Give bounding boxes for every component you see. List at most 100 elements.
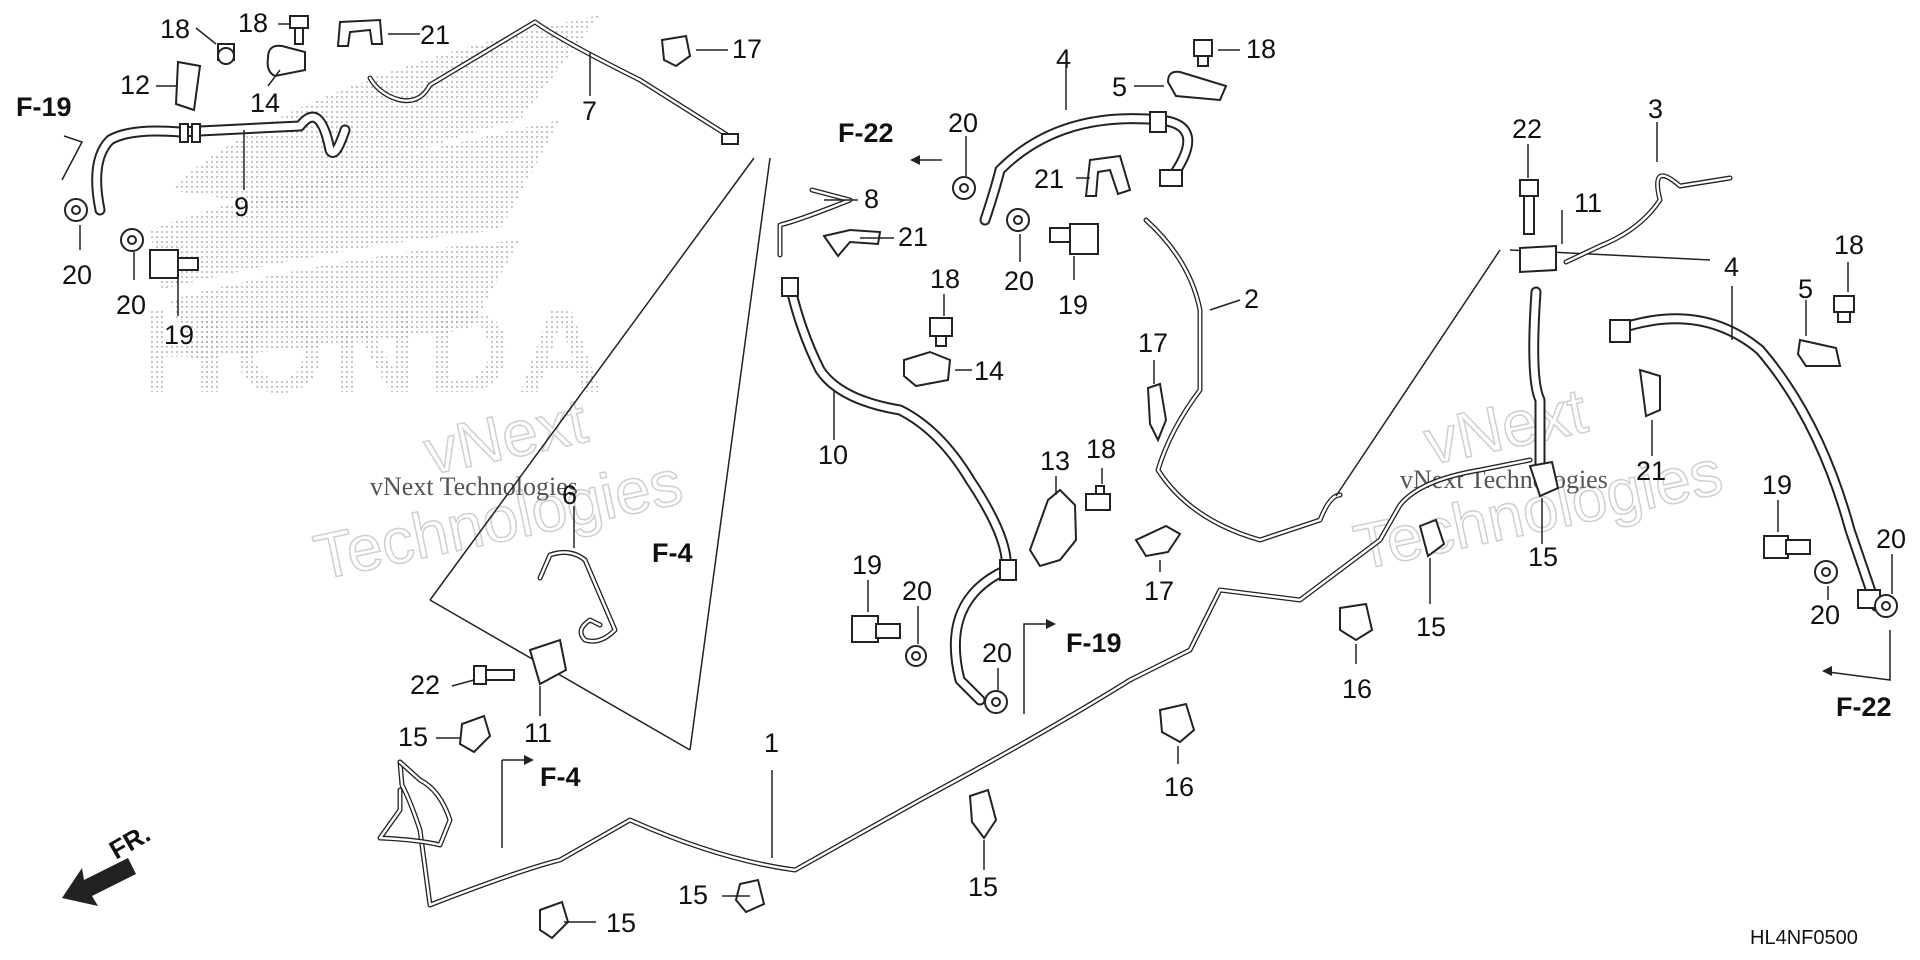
- callout-17-a: 17: [732, 34, 762, 64]
- callout-18-b: 18: [238, 8, 268, 38]
- clamp-5-b: [1796, 338, 1842, 367]
- pipe-2: [1143, 217, 1343, 543]
- callout-15-f: 15: [1528, 542, 1558, 572]
- callout-7: 7: [582, 96, 597, 126]
- callout-10: 10: [818, 440, 848, 470]
- washer-20-h: [1874, 594, 1898, 618]
- callout-15-c: 15: [678, 880, 708, 910]
- clip-15-a: [458, 714, 492, 754]
- bolt-18-c: [1193, 39, 1213, 67]
- bolt-18-f: [1833, 295, 1855, 323]
- clamp-5-a: [1166, 70, 1228, 102]
- callout-15-a: 15: [398, 722, 428, 752]
- clip-15-d: [968, 788, 998, 840]
- callout-19-a: 19: [164, 320, 194, 350]
- clip-15-b: [539, 900, 570, 940]
- callout-2: 2: [1244, 284, 1259, 314]
- callout-9: 9: [234, 192, 249, 222]
- detail-callout-box: [429, 157, 771, 751]
- watermark-small-right: vNext Technologies: [1400, 465, 1608, 494]
- junction-block-11-b: [1519, 244, 1557, 274]
- callout-21-c: 21: [898, 222, 928, 252]
- callout-15-d: 15: [968, 872, 998, 902]
- callout-17-c: 17: [1144, 576, 1174, 606]
- clip-16-b: [1339, 602, 1374, 642]
- washer-20-f: [984, 690, 1008, 714]
- callout-13: 13: [1040, 446, 1070, 476]
- clip-21-d: [1638, 368, 1661, 418]
- callout-16-a: 16: [1164, 772, 1194, 802]
- pipe-6: [537, 549, 618, 644]
- callout-18-c: 18: [1246, 34, 1276, 64]
- hose-4-right: [1609, 313, 1882, 612]
- callout-21-b: 21: [1034, 164, 1064, 194]
- callout-18-d: 18: [930, 264, 960, 294]
- callout-15-e: 15: [1416, 612, 1446, 642]
- callout-17-b: 17: [1138, 328, 1168, 358]
- callout-18-a: 18: [160, 14, 190, 44]
- washer-20-e: [905, 645, 927, 667]
- ref-f19-top-left: F-19: [16, 92, 72, 122]
- callout-22-a: 22: [410, 670, 440, 700]
- clip-17-b: [1146, 382, 1168, 443]
- callout-20-a: 20: [62, 260, 92, 290]
- washer-20-d: [1006, 208, 1030, 232]
- washer-20-a: [64, 198, 88, 222]
- callout-19-b: 19: [1058, 290, 1088, 320]
- callout-5-a: 5: [1112, 72, 1127, 102]
- honda-logo-watermark: HONDA: [140, 15, 610, 418]
- clip-15-f: [1528, 460, 1560, 498]
- front-direction-label: FR.: [104, 818, 155, 865]
- callout-20-h: 20: [1876, 524, 1906, 554]
- clip-21-c: [822, 228, 882, 258]
- clip-21-a: [336, 18, 384, 47]
- bracket-12: [174, 60, 202, 112]
- washer-20-b: [120, 228, 144, 252]
- callout-16-b: 16: [1342, 674, 1372, 704]
- ref-f4-bottom: F-4: [540, 762, 581, 792]
- honda-brand-text: HONDA: [140, 284, 610, 418]
- ref-f4-middle: F-4: [652, 538, 693, 568]
- callout-8: 8: [864, 184, 879, 214]
- clip-21-b: [1084, 154, 1132, 197]
- clip-17-c: [1134, 524, 1182, 558]
- bolt-22-a: [473, 665, 515, 685]
- diagram-code: HL4NF0500: [1750, 927, 1858, 949]
- watermark-small-left: vNext Technologies: [370, 472, 578, 501]
- clamp-14-b: [903, 350, 952, 388]
- callout-4-a: 4: [1056, 44, 1071, 74]
- bolt-19-c: [851, 615, 901, 643]
- watermark: vNext Technologies vNext Technologies vN…: [307, 373, 1729, 594]
- callout-20-e: 20: [902, 576, 932, 606]
- ref-f19-middle: F-19: [1066, 628, 1122, 658]
- hose-4-left: [979, 111, 1194, 226]
- bracket-13: [1028, 488, 1078, 568]
- pipe-3: [1563, 173, 1733, 265]
- callout-20-d: 20: [1004, 266, 1034, 296]
- callout-19-c: 19: [852, 550, 882, 580]
- callout-3: 3: [1648, 94, 1663, 124]
- bolt-18-e: [1085, 485, 1111, 511]
- clip-16-a: [1158, 702, 1196, 744]
- clip-15-e: [1418, 518, 1446, 558]
- clip-17-a: [660, 34, 692, 68]
- bolt-18-b: [289, 15, 309, 45]
- hose-rear: [1528, 286, 1546, 476]
- bolt-22-b: [1519, 179, 1539, 235]
- callout-20-f: 20: [982, 638, 1012, 668]
- junction-block-11-a: [528, 638, 568, 686]
- callout-18-f: 18: [1834, 230, 1864, 260]
- callout-21-a: 21: [420, 20, 450, 50]
- callout-15-b: 15: [606, 908, 636, 938]
- bolt-19-b: [1049, 223, 1099, 255]
- callout-14-b: 14: [974, 356, 1004, 386]
- callout-20-b: 20: [116, 290, 146, 320]
- bolt-18-d: [929, 317, 953, 347]
- callout-4-b: 4: [1724, 252, 1739, 282]
- front-direction-arrow: FR.: [62, 818, 155, 906]
- callout-11-b: 11: [1574, 188, 1602, 218]
- callout-1: 1: [764, 728, 779, 758]
- hose-10: [781, 277, 1017, 706]
- bolt-19-d: [1763, 535, 1811, 559]
